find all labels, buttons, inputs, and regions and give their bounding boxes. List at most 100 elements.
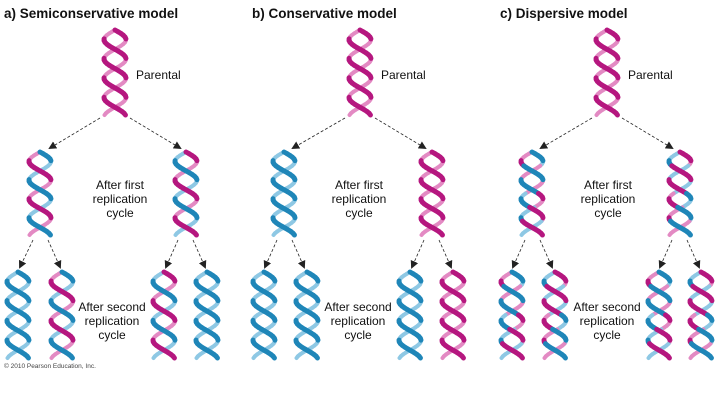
helix-strand-segment	[707, 353, 714, 361]
panel-title: a) Semiconservative model	[4, 6, 178, 21]
second-cycle-label-line-2: replication	[331, 314, 386, 328]
helix-strand-segment	[271, 296, 278, 304]
second-gen-helix	[193, 269, 221, 361]
helix-strand-segment	[666, 296, 673, 304]
parental-helix	[101, 27, 129, 118]
helix-strand-segment	[539, 194, 546, 202]
helix-strand-segment	[170, 353, 177, 361]
helix-strand-segment	[562, 296, 569, 304]
helix-strand-segment	[460, 316, 467, 323]
helix-strand-segment	[499, 354, 505, 360]
arrow	[48, 117, 101, 150]
helix-strand-segment	[314, 335, 321, 343]
helix-strand-segment	[314, 316, 321, 323]
helix-strand-segment	[68, 353, 75, 361]
helix-strand-segment	[24, 353, 31, 361]
helix-strand-segment	[171, 335, 178, 343]
helix-strand-segment	[459, 353, 466, 361]
second-gen-helix	[150, 269, 178, 361]
arrow	[129, 117, 182, 150]
panel-title: c) Dispersive model	[500, 6, 628, 21]
helix-strand-segment	[47, 156, 54, 164]
helix-strand-segment	[562, 276, 569, 284]
helix-strand-segment	[539, 175, 546, 183]
parental-helix	[346, 27, 374, 118]
arrow	[438, 239, 453, 269]
helix-strand-segment	[214, 276, 221, 284]
second-gen-helix	[541, 269, 569, 361]
helix-strand-segment	[416, 353, 423, 361]
helix-strand-segment	[290, 230, 297, 238]
helix-strand-segment	[367, 93, 374, 100]
helix-strand-segment	[25, 316, 32, 323]
helix-strand-segment	[214, 296, 221, 304]
helix-strand-segment	[439, 175, 446, 183]
helix-strand-segment	[665, 353, 672, 361]
helix-strand-segment	[417, 316, 424, 323]
helix-strand-segment	[666, 316, 673, 323]
helix-strand-segment	[539, 213, 546, 221]
helix-strand-segment	[314, 296, 321, 304]
second-gen-helix	[687, 269, 715, 361]
arrow	[18, 239, 34, 269]
copyright-notice: © 2010 Pearson Education, Inc.	[4, 362, 96, 370]
helix-strand-segment	[646, 354, 652, 360]
arrow	[263, 239, 278, 269]
helix-strand-segment	[193, 156, 200, 164]
second-gen-helix	[250, 269, 278, 361]
arrow	[539, 239, 554, 269]
helix-strand-segment	[460, 276, 467, 284]
helix-strand-segment	[121, 110, 128, 118]
first-gen-helix	[666, 149, 694, 238]
second-cycle-label-line-2: replication	[580, 314, 635, 328]
helix-strand-segment	[171, 296, 178, 304]
helix-strand-segment	[417, 296, 424, 304]
helix-strand-segment	[613, 110, 620, 118]
first-cycle-label-line-2: replication	[332, 192, 387, 206]
helix-strand-segment	[687, 156, 694, 164]
helix-strand-segment	[519, 231, 525, 237]
second-cycle-label-line-2: replication	[85, 314, 140, 328]
helix-strand-segment	[122, 34, 129, 42]
helix-strand-segment	[666, 276, 673, 284]
first-gen-helix	[518, 149, 546, 238]
helix-strand-segment	[460, 335, 467, 343]
arrow	[658, 239, 673, 269]
arrow	[511, 239, 526, 269]
arrow	[291, 239, 306, 269]
helix-strand-segment	[367, 34, 374, 42]
helix-strand-segment	[27, 231, 33, 237]
first-cycle-label-line-2: replication	[93, 192, 148, 206]
helix-strand-segment	[519, 335, 526, 343]
parental-label: Parental	[628, 68, 673, 82]
helix-strand-segment	[519, 316, 526, 323]
helix-strand-segment	[69, 296, 76, 304]
helix-strand-segment	[193, 213, 200, 221]
first-cycle-label-line-3: cycle	[106, 206, 134, 220]
helix-strand-segment	[594, 111, 600, 117]
helix-strand-segment	[122, 73, 129, 81]
helix-strand-segment	[270, 353, 277, 361]
arrow	[621, 117, 674, 150]
second-gen-helix	[498, 269, 526, 361]
panel-semiconservative: a) Semiconservative model Parental After…	[4, 6, 221, 361]
helix-strand-segment	[213, 353, 220, 361]
helix-strand-segment	[686, 230, 693, 238]
first-cycle-label-line-3: cycle	[594, 206, 622, 220]
helix-strand-segment	[539, 156, 546, 164]
helix-strand-segment	[518, 353, 525, 361]
helix-strand-segment	[440, 354, 446, 360]
helix-strand-segment	[708, 296, 715, 304]
helix-strand-segment	[666, 335, 673, 343]
helix-strand-segment	[562, 316, 569, 323]
helix-strand-segment	[439, 194, 446, 202]
first-cycle-label-line-1: After first	[96, 178, 145, 192]
helix-strand-segment	[542, 354, 548, 360]
helix-strand-segment	[192, 230, 199, 238]
arrow	[47, 239, 62, 269]
helix-strand-segment	[5, 354, 11, 360]
helix-strand-segment	[347, 111, 353, 117]
helix-strand-segment	[69, 316, 76, 323]
arrow	[192, 239, 207, 269]
helix-strand-segment	[614, 93, 621, 100]
